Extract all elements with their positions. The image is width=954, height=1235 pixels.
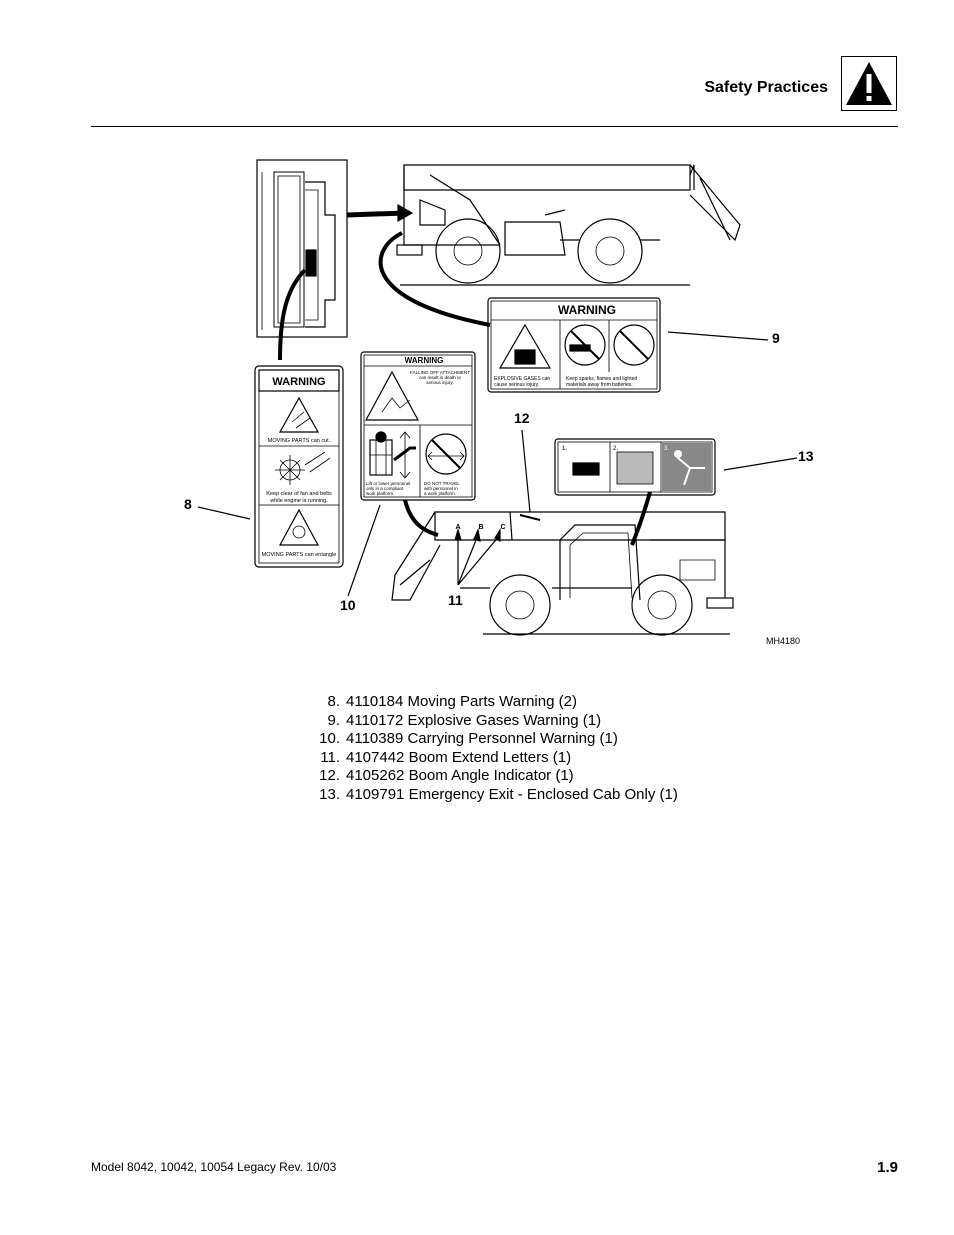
callout-10: 10 (340, 597, 356, 613)
callout-9: 9 (772, 330, 780, 346)
warning-triangle-icon (841, 56, 897, 111)
lower-telehandler-drawing (391, 511, 734, 636)
parts-list-text: 4110389 Carrying Personnel Warning (1) (346, 730, 618, 748)
parts-list-number: 13. (319, 785, 340, 803)
decal8-caption: MOVING PARTS can cut. (268, 438, 331, 444)
decal8-caption: Keep clear of fan and belts (266, 491, 332, 497)
parts-list-text: 4105262 Boom Angle Indicator (1) (346, 767, 574, 785)
decal10-text: Lift or lower personnel (366, 481, 410, 486)
figure-id: MH4180 (766, 636, 800, 646)
boom-letter: A (455, 524, 460, 531)
parts-list-number: 9. (327, 711, 340, 729)
parts-list-item: 11. 4107442 Boom Extend Letters (1) (300, 749, 678, 768)
boom-letter: B (478, 524, 483, 531)
parts-list: 8. 4110184 Moving Parts Warning (2) 9. 4110… (300, 693, 678, 805)
parts-list-item: 9. 4110172 Explosive Gases Warning (1) (300, 712, 678, 731)
boom-letter: C (500, 524, 505, 531)
moving-parts-decal (254, 365, 344, 568)
parts-list-text: 4110184 Moving Parts Warning (2) (346, 693, 577, 710)
header-rule (91, 126, 898, 127)
decal13-step: 2. (613, 446, 618, 452)
engine-inset-drawing (256, 159, 348, 338)
parts-list-item: 10. 4110389 Carrying Personnel Warning (1… (300, 730, 678, 749)
parts-list-number: 10. (319, 730, 340, 748)
parts-list-number: 11. (320, 748, 340, 766)
upper-telehandler-drawing (396, 164, 741, 286)
decal10-text: a work platform. (424, 491, 456, 496)
decal9-heading: WARNING (558, 303, 616, 317)
decal10-text: with personnel in (424, 486, 458, 491)
decal8-caption: MOVING PARTS can entangle (262, 552, 337, 558)
decal10-text: DO NOT TRAVEL (424, 481, 460, 486)
decal10-text: FALLING OFF ATTACHMENT (410, 370, 470, 375)
section-title: Safety Practices (704, 79, 828, 96)
decal9-text: cause serious injury. (494, 382, 539, 388)
decal9-text: Keep sparks, flames and lighted (566, 376, 637, 382)
callout-12: 12 (514, 410, 530, 426)
decal9-text: EXPLOSIVE GASES can (494, 376, 550, 382)
callout-13: 13 (798, 448, 814, 464)
parts-list-text: 4110172 Explosive Gases Warning (1) (346, 711, 602, 729)
decal10-text: serious injury. (426, 380, 453, 385)
parts-list-item: 12. 4105262 Boom Angle Indicator (1) (300, 767, 678, 786)
decal9-text: materials away from batteries. (566, 382, 633, 388)
carrying-personnel-decal (360, 351, 476, 501)
parts-list-text: 4109791 Emergency Exit - Enclosed Cab On… (346, 785, 678, 803)
callout-11: 11 (448, 592, 463, 608)
page-number: 1.9 (877, 1159, 898, 1176)
parts-list-text: 4107442 Boom Extend Letters (1) (346, 748, 572, 766)
callout-8: 8 (184, 496, 192, 512)
decal10-text: only in a compliant (366, 486, 404, 491)
explosive-gases-decal (487, 297, 661, 393)
decal8-heading: WARNING (272, 376, 325, 388)
decal10-text: can result in death or (419, 375, 462, 380)
decal10-text: work platform. (366, 491, 394, 496)
parts-list-number: 12. (319, 767, 340, 785)
decal-location-figure: WARNING MOVING PARTS can cut. Keep clear… (184, 159, 814, 646)
parts-list-item: 13. 4109791 Emergency Exit - Enclosed Cab… (300, 786, 678, 805)
parts-list-number: 8. (327, 693, 340, 710)
decal13-step: 3. (664, 446, 669, 452)
decal13-step: 1. (562, 446, 567, 452)
emergency-exit-decal (554, 438, 716, 496)
footer-model-rev: Model 8042, 10042, 10054 Legacy Rev. 10/… (91, 1160, 337, 1174)
decal10-heading: WARNING (405, 356, 444, 365)
decal8-caption: while engine is running. (269, 498, 328, 504)
parts-list-item: 8. 4110184 Moving Parts Warning (2) (300, 693, 678, 712)
